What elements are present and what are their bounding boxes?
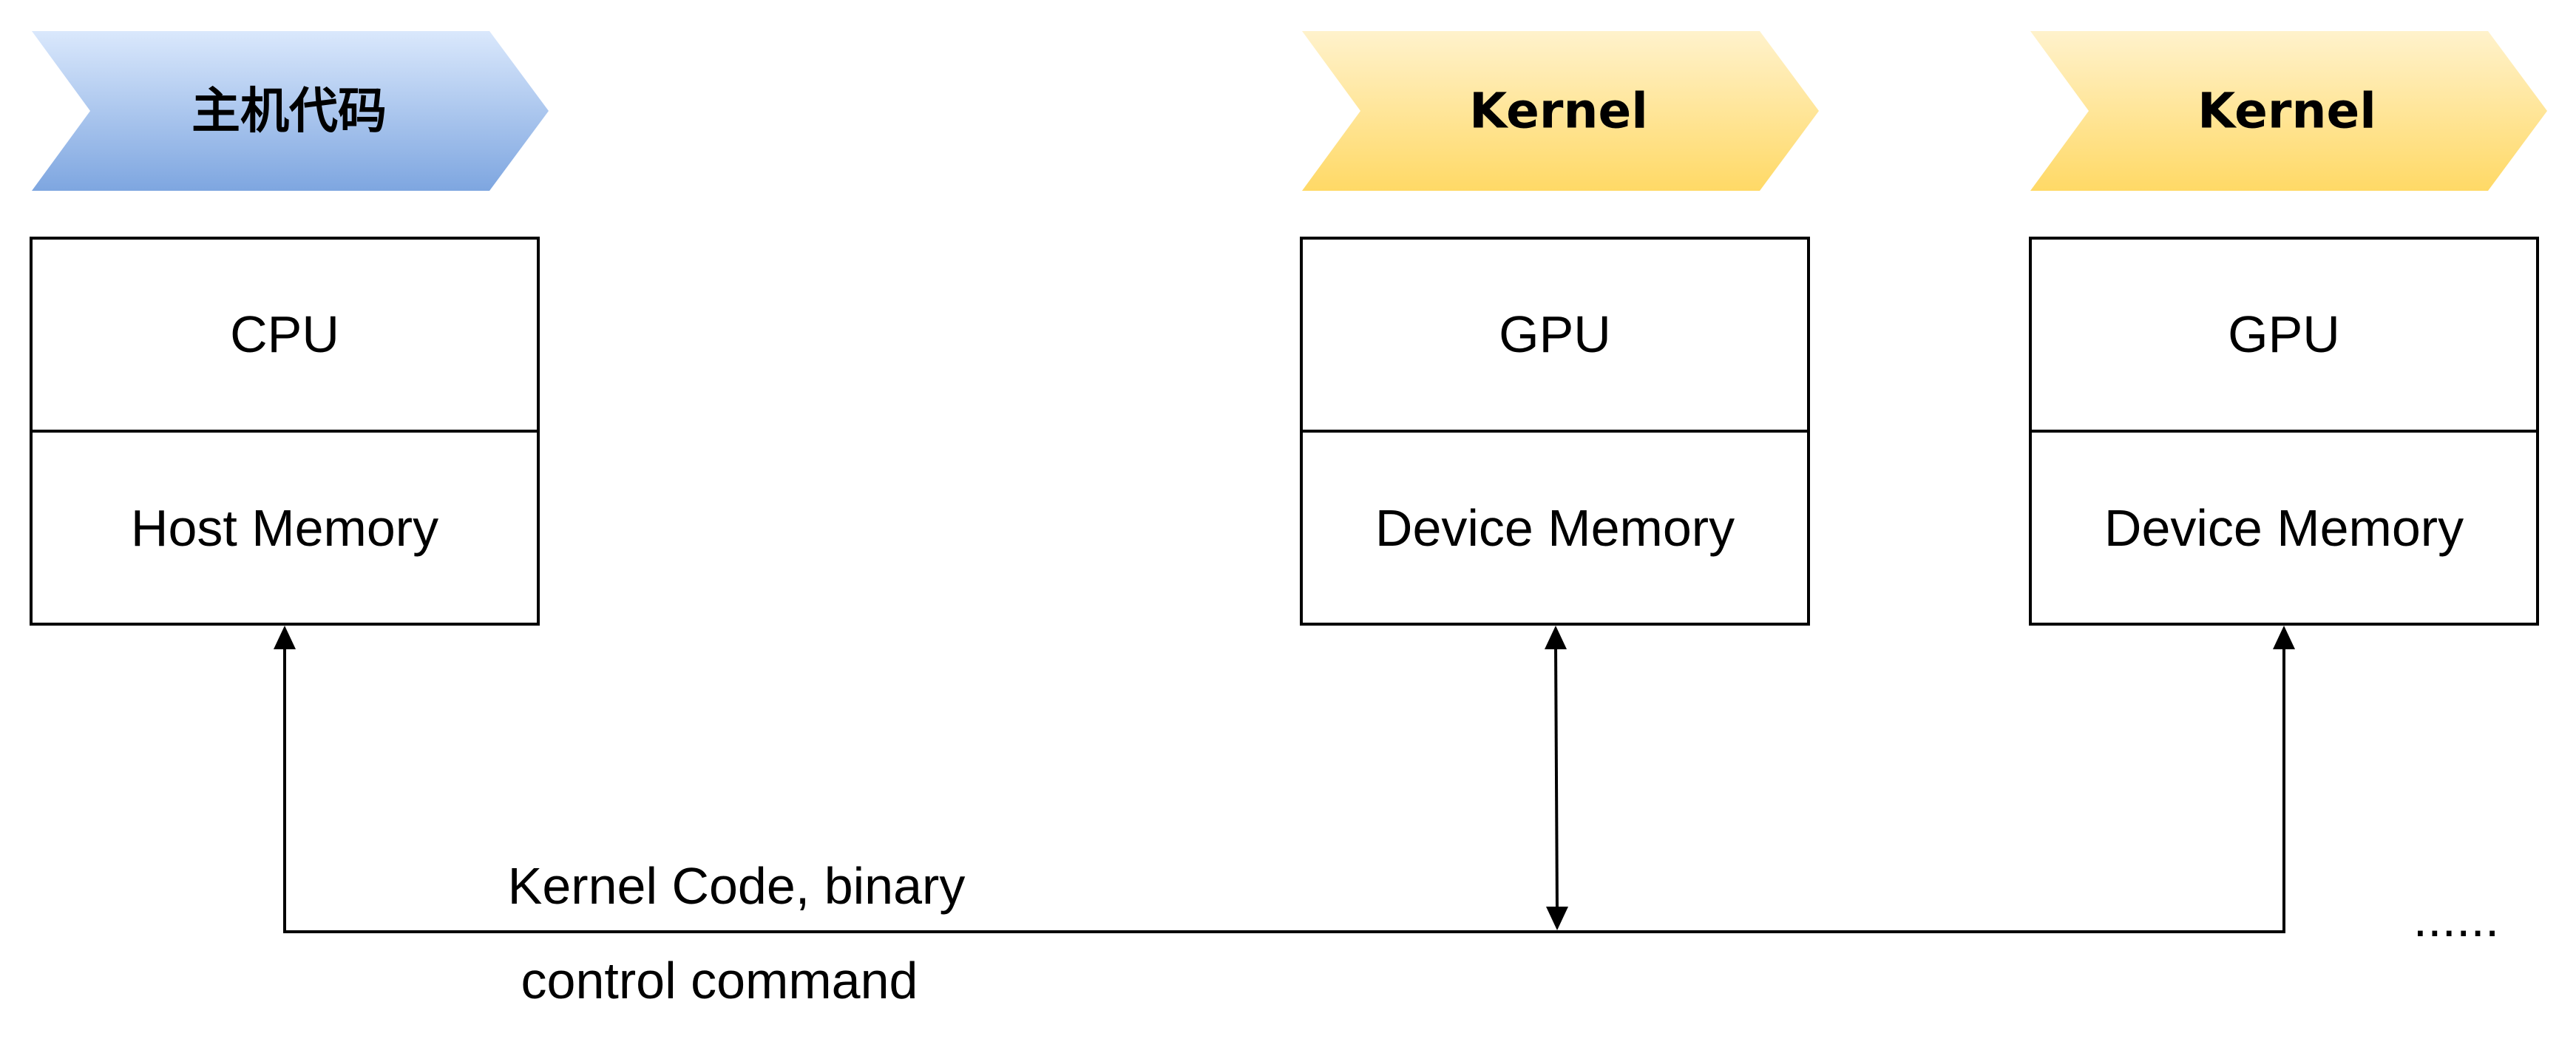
device-memory-box-2 bbox=[2029, 430, 2539, 626]
kernel-banner-1-label: Kernel bbox=[1469, 83, 1648, 140]
kernel-banner-2 bbox=[2030, 31, 2547, 191]
bus-connector: Kernel Code, binary control command ....… bbox=[274, 626, 2499, 1009]
device-column-1: Kernel GPU Device Memory bbox=[1300, 31, 1819, 626]
device-1-link bbox=[1554, 643, 1559, 913]
device-1-arrowhead-bottom bbox=[1546, 907, 1568, 930]
device-memory-label-1: Device Memory bbox=[1375, 499, 1735, 557]
device-1-arrowhead-top bbox=[1545, 626, 1567, 649]
device-2-arrowhead bbox=[2273, 626, 2295, 649]
gpu-box-2 bbox=[2029, 237, 2539, 433]
gpu-box-1 bbox=[1300, 237, 1810, 433]
device-column-2: Kernel GPU Device Memory bbox=[2029, 31, 2547, 626]
gpu-label-2: GPU bbox=[2228, 305, 2340, 363]
bus-label-bottom: control command bbox=[521, 952, 918, 1009]
host-column: 主机代码 CPU Host Memory bbox=[30, 31, 549, 626]
kernel-banner-2-label: Kernel bbox=[2197, 83, 2376, 140]
host-code-banner-label: 主机代码 bbox=[191, 83, 387, 140]
device-memory-label-2: Device Memory bbox=[2104, 499, 2464, 557]
cpu-box bbox=[30, 237, 540, 433]
device-memory-box-1 bbox=[1300, 430, 1810, 626]
continuation-ellipsis: ...... bbox=[2413, 890, 2500, 947]
bus-line bbox=[283, 642, 2285, 933]
cpu-label: CPU bbox=[230, 305, 339, 363]
kernel-banner-1 bbox=[1302, 31, 1819, 191]
host-memory-box bbox=[30, 430, 540, 626]
host-code-banner bbox=[32, 31, 549, 191]
gpu-label-1: GPU bbox=[1499, 305, 1611, 363]
bus-label-top: Kernel Code, binary bbox=[508, 857, 966, 915]
host-memory-label: Host Memory bbox=[131, 499, 438, 557]
host-memory-arrowhead bbox=[274, 626, 296, 649]
